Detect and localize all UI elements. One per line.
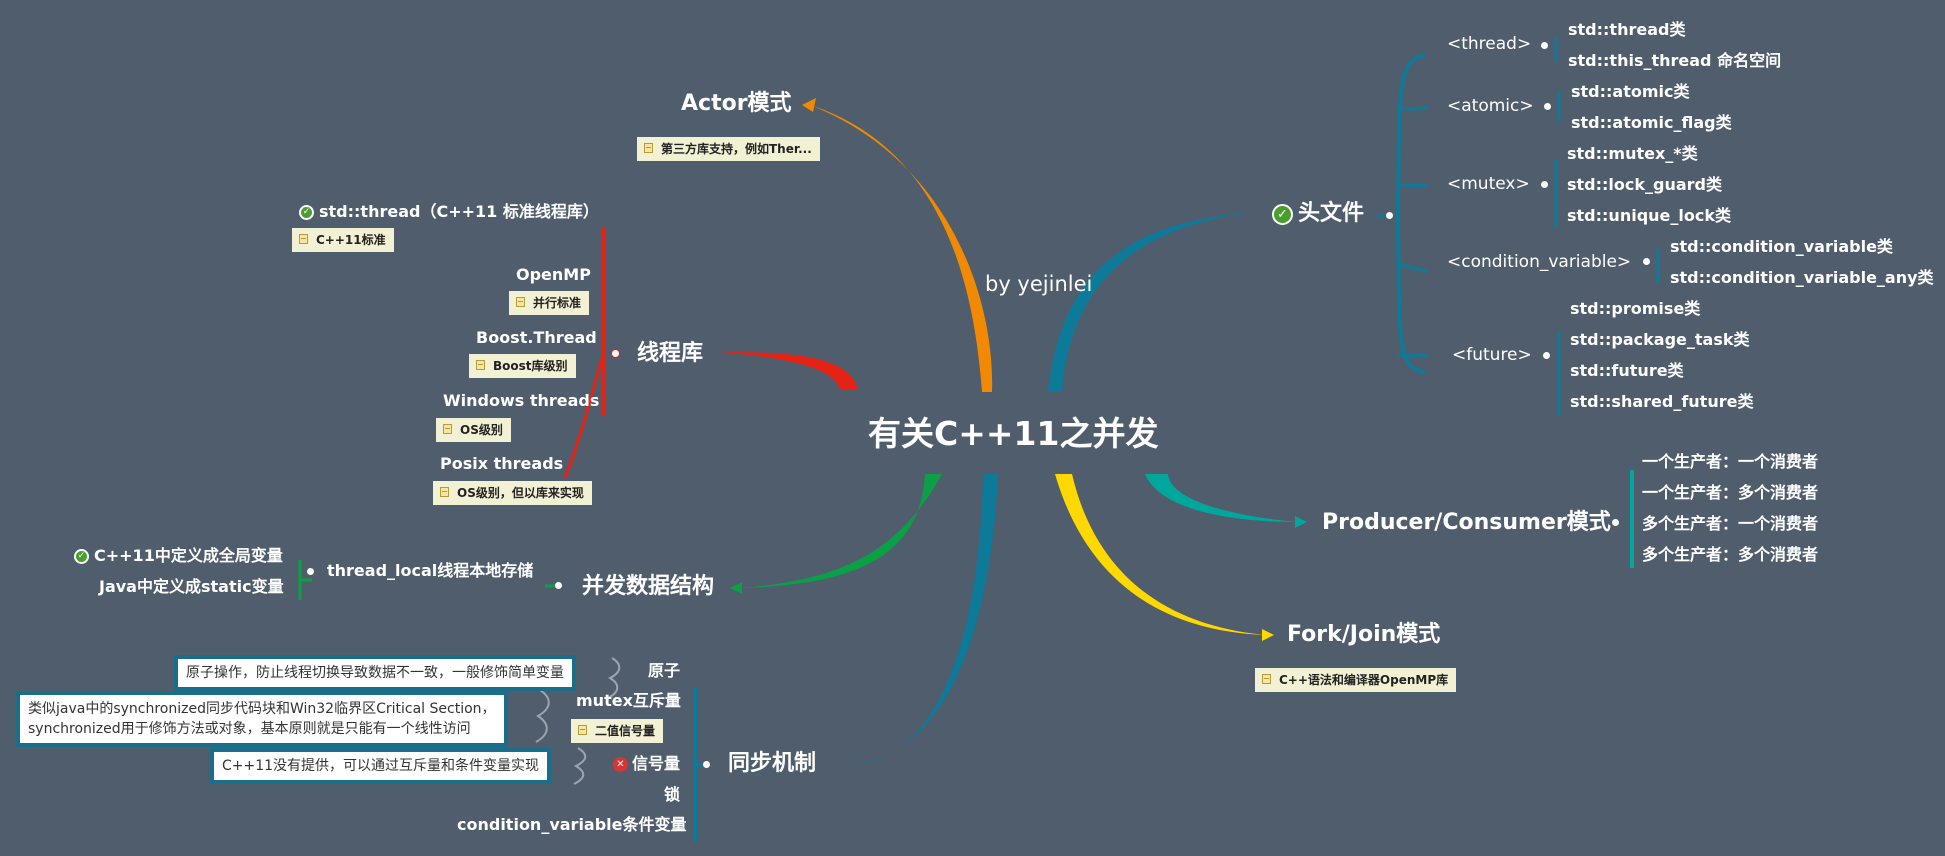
thread-dot [1541, 42, 1548, 49]
thread-lib-topic[interactable]: 线程库 [637, 341, 704, 366]
concurrent-ds-branch [740, 474, 942, 588]
actor-topic[interactable]: Actor模式 [681, 91, 792, 116]
concurrent-dot [555, 582, 562, 589]
header-item[interactable]: std::package_task类 [1570, 330, 1750, 349]
tls-cpp-item[interactable]: ✓C++11中定义成全局变量 [74, 548, 283, 564]
author-label: by yejinlei [985, 272, 1093, 296]
windows-threads-item[interactable]: Windows threads [443, 391, 600, 410]
note-icon [443, 424, 452, 434]
note-icon [476, 360, 485, 370]
header-item[interactable]: std::lock_guard类 [1567, 175, 1723, 194]
producer-item[interactable]: 多个生产者：多个消费者 [1642, 545, 1819, 564]
sync-branch [850, 474, 998, 765]
lock-item[interactable]: 锁 [664, 785, 681, 804]
note-icon [516, 297, 525, 307]
atomic-callout[interactable]: 原子操作，防止线程切换导致数据不一致，一般修饰简单变量 [174, 655, 576, 691]
note-icon [299, 234, 308, 244]
producer-item[interactable]: 一个生产者：多个消费者 [1642, 483, 1819, 502]
header-item[interactable]: std::mutex_*类 [1567, 144, 1698, 163]
thread-lib-branch [720, 352, 858, 390]
posix-note[interactable]: OS级别，但以库来实现 [433, 481, 592, 505]
note-icon [644, 143, 653, 153]
header-group-condvar[interactable]: <condition_variable> [1447, 252, 1632, 272]
header-item[interactable]: std::atomic_flag类 [1571, 113, 1732, 132]
condvar-item[interactable]: condition_variable条件变量 [457, 815, 687, 834]
header-item[interactable]: std::condition_variable类 [1670, 237, 1893, 256]
tls-item[interactable]: thread_local线程本地存储 [327, 561, 534, 580]
note-icon [440, 487, 449, 497]
header-group-future[interactable]: <future> [1452, 345, 1532, 365]
sync-topic[interactable]: 同步机制 [728, 751, 817, 776]
fork-join-topic[interactable]: Fork/Join模式 [1287, 622, 1441, 647]
mutex-callout[interactable]: 类似java中的synchronized同步代码块和Win32临界区Critic… [16, 691, 508, 747]
header-item[interactable]: std::promise类 [1570, 299, 1701, 318]
header-item[interactable]: std::atomic类 [1571, 82, 1690, 101]
std-thread-note[interactable]: C++11标准 [292, 228, 394, 252]
header-group-thread[interactable]: <thread> [1447, 34, 1532, 54]
std-thread-item[interactable]: ✓std::thread（C++11 标准线程库） [299, 204, 599, 220]
semaphore-item[interactable]: ✕信号量 [613, 756, 680, 772]
actor-note[interactable]: 第三方库支持，例如Ther... [637, 137, 820, 161]
check-icon: ✓ [74, 549, 89, 564]
condvar-dot [1643, 258, 1650, 265]
error-icon: ✕ [613, 757, 628, 772]
posix-threads-item[interactable]: Posix threads [440, 454, 564, 473]
header-item[interactable]: std::condition_variable_any类 [1670, 268, 1934, 287]
header-group-atomic[interactable]: <atomic> [1447, 96, 1534, 116]
header-files-topic[interactable]: ✓头文件 [1272, 203, 1364, 225]
header-group-mutex[interactable]: <mutex> [1447, 174, 1530, 194]
tls-java-item[interactable]: Java中定义成static变量 [99, 577, 284, 596]
concurrent-ds-topic[interactable]: 并发数据结构 [582, 574, 715, 599]
openmp-note[interactable]: 并行标准 [509, 291, 590, 315]
producer-item[interactable]: 多个生产者：一个消费者 [1642, 514, 1819, 533]
header-item[interactable]: std::shared_future类 [1570, 392, 1754, 411]
header-dot [1386, 212, 1393, 219]
check-icon: ✓ [299, 205, 314, 220]
producer-dot [1612, 519, 1619, 526]
actor-branch [810, 105, 993, 392]
central-topic[interactable]: 有关C++11之并发 [868, 414, 1159, 453]
producer-item[interactable]: 一个生产者：一个消费者 [1642, 452, 1819, 471]
boost-item[interactable]: Boost.Thread [476, 328, 597, 347]
note-icon [1262, 674, 1271, 684]
threadlib-dot [611, 349, 620, 358]
header-branch [1048, 213, 1255, 392]
semaphore-callout[interactable]: C++11没有提供，可以通过互斥量和条件变量实现 [210, 748, 552, 784]
check-icon: ✓ [1272, 203, 1293, 225]
header-item[interactable]: std::unique_lock类 [1567, 206, 1731, 225]
header-item[interactable]: std::future类 [1570, 361, 1684, 380]
windows-note[interactable]: OS级别 [436, 418, 511, 442]
mutex-item[interactable]: mutex互斥量 [576, 691, 681, 710]
atomic-dot [1544, 103, 1551, 110]
fork-join-branch [1055, 474, 1265, 635]
header-item[interactable]: std::this_thread 命名空间 [1568, 51, 1782, 70]
mutex-dot [1541, 181, 1548, 188]
fork-join-note[interactable]: C++语法和编译器OpenMP库 [1255, 668, 1457, 692]
atomic-item[interactable]: 原子 [648, 661, 681, 680]
sync-dot [703, 761, 710, 768]
producer-branch [1145, 474, 1298, 522]
tls-dot [307, 568, 314, 575]
boost-note[interactable]: Boost库级别 [469, 354, 576, 378]
header-item[interactable]: std::thread类 [1568, 20, 1686, 39]
openmp-item[interactable]: OpenMP [516, 265, 591, 284]
future-dot [1543, 352, 1550, 359]
note-icon [578, 725, 587, 735]
producer-topic[interactable]: Producer/Consumer模式 [1322, 510, 1611, 535]
mutex-note[interactable]: 二值信号量 [571, 719, 664, 743]
